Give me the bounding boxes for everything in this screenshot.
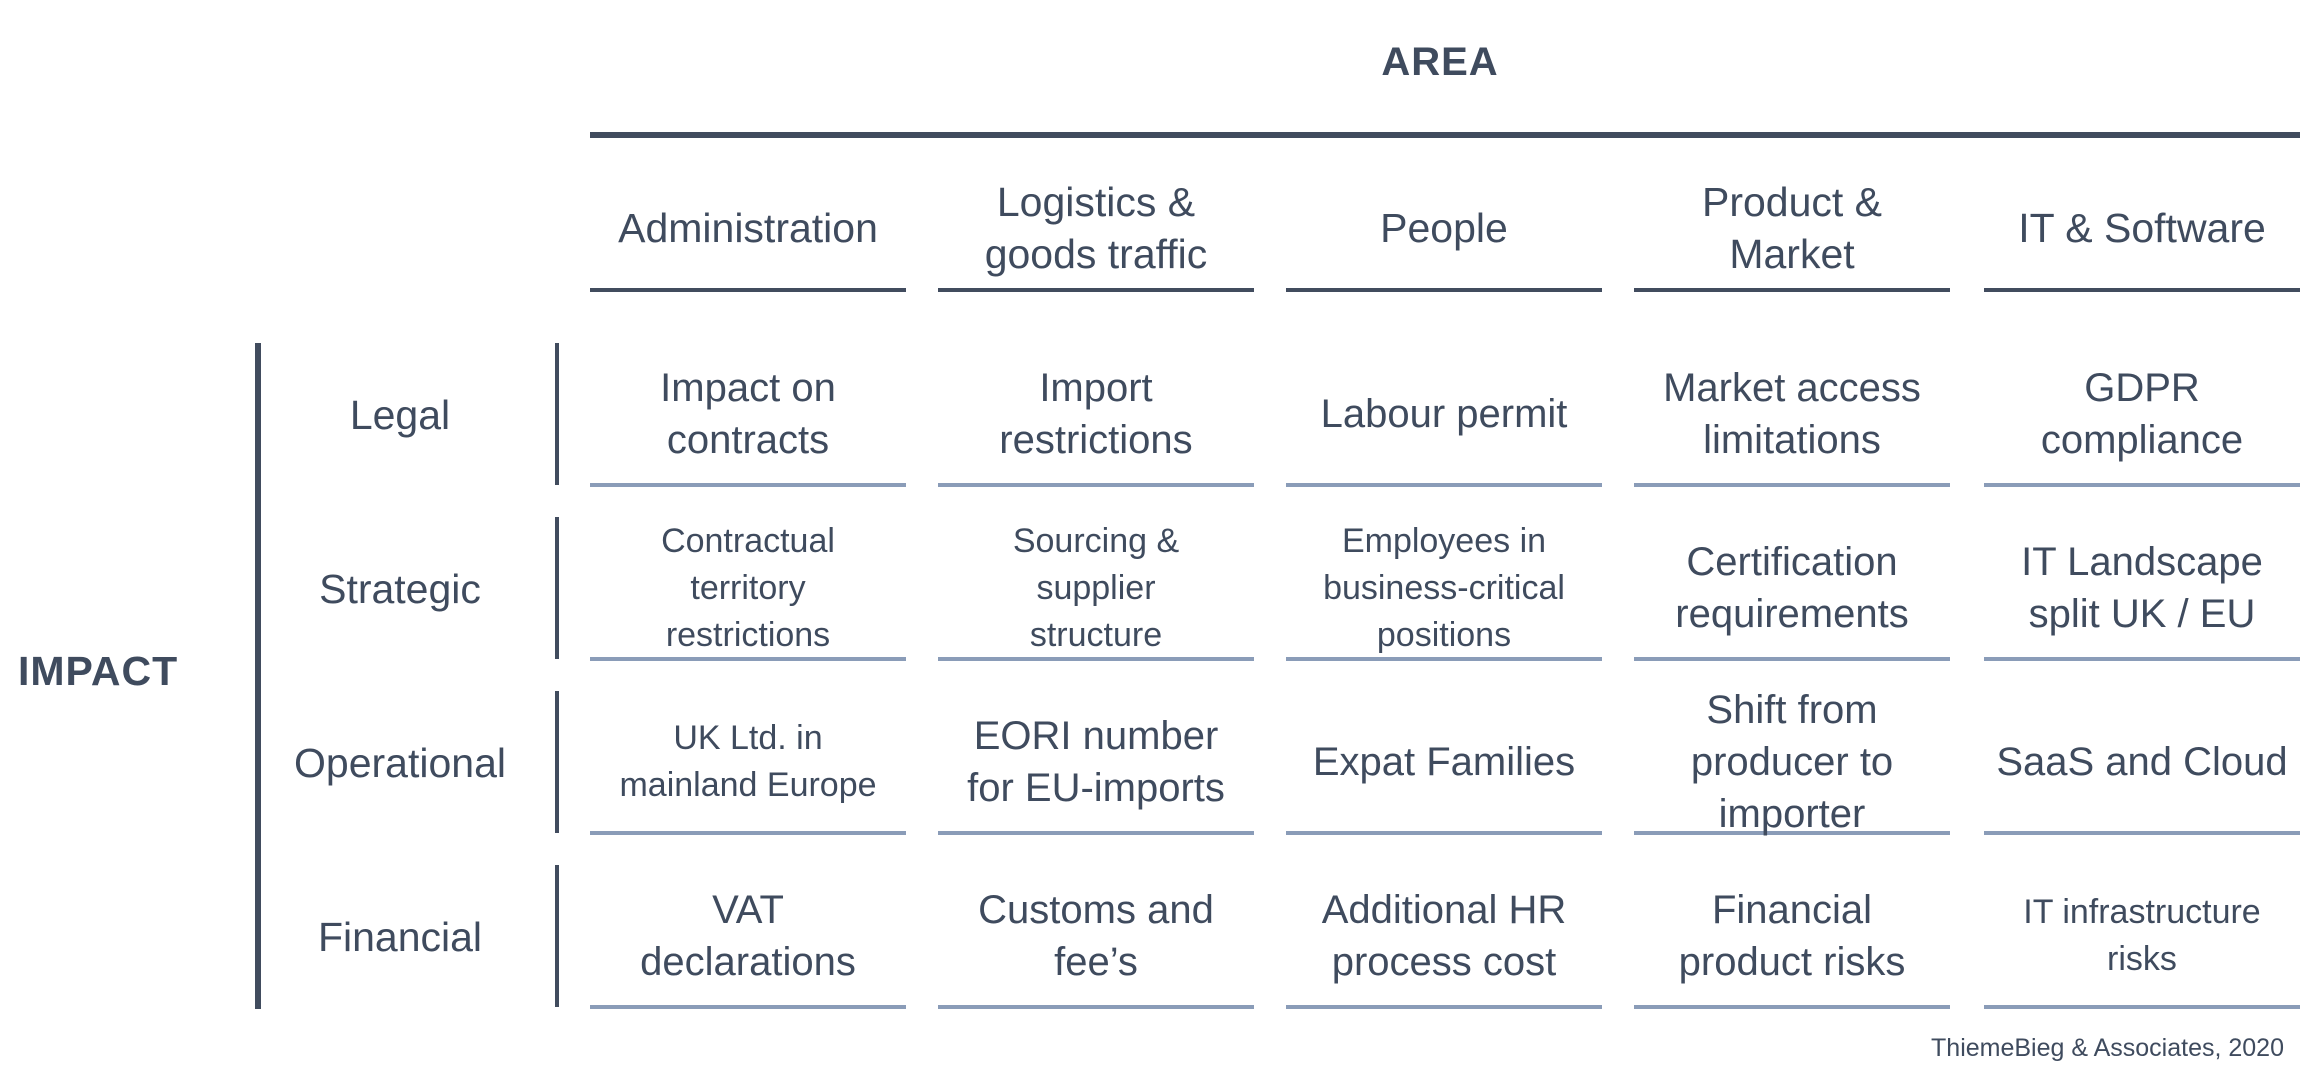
column-header-people: People	[1286, 168, 1602, 292]
row-label-strategic: Strategic	[319, 565, 481, 612]
matrix-cell: SaaS and Cloud	[1984, 693, 2300, 835]
area-divider-line	[590, 132, 2300, 138]
matrix-cell: Sourcing & supplier structure	[938, 519, 1254, 661]
footer-credit: ThiemeBieg & Associates, 2020	[1931, 1034, 2284, 1062]
matrix-cell: Import restrictions	[938, 345, 1254, 487]
column-header-administration: Administration	[590, 168, 906, 292]
matrix-cell: Additional HR process cost	[1286, 867, 1602, 1009]
row-divider	[555, 865, 559, 1007]
row-label-financial: Financial	[317, 913, 483, 960]
matrix-cell: Labour permit	[1286, 345, 1602, 487]
matrix-cell: Contractual territory restrictions	[590, 519, 906, 661]
area-title: AREA	[1381, 40, 1499, 84]
matrix-cell: Financial product risks	[1634, 867, 1950, 1009]
column-header-logistics: Logistics & goods traffic	[938, 168, 1254, 292]
row-divider	[555, 691, 559, 833]
matrix-cell: Expat Families	[1286, 693, 1602, 835]
matrix-cell: Employees in business-critical positions	[1286, 519, 1602, 661]
row-label-legal: Legal	[349, 391, 451, 438]
matrix-cell: Impact on contracts	[590, 345, 906, 487]
column-header-it-software: IT & Software	[1984, 168, 2300, 292]
impact-title: IMPACT	[18, 648, 179, 694]
matrix-cell: Certification requirements	[1634, 519, 1950, 661]
matrix-cell: IT Landscape split UK / EU	[1984, 519, 2300, 661]
column-header-product-market: Product & Market	[1634, 168, 1950, 292]
matrix-cell: Market access limitations	[1634, 345, 1950, 487]
impact-divider-line	[255, 343, 261, 1009]
matrix-cell: UK Ltd. in mainland Europe	[590, 693, 906, 835]
matrix-cell: EORI number for EU-imports	[938, 693, 1254, 835]
matrix-cell: Shift from producer to importer	[1634, 688, 1950, 836]
row-label-operational: Operational	[294, 739, 506, 786]
matrix-cell: VAT declarations	[590, 867, 906, 1009]
row-divider	[555, 517, 559, 659]
row-divider	[555, 343, 559, 485]
matrix-cell: Customs and fee’s	[938, 867, 1254, 1009]
matrix-cell: IT infrastructure risks	[1984, 867, 2300, 1009]
matrix-cell: GDPR compliance	[1984, 345, 2300, 487]
